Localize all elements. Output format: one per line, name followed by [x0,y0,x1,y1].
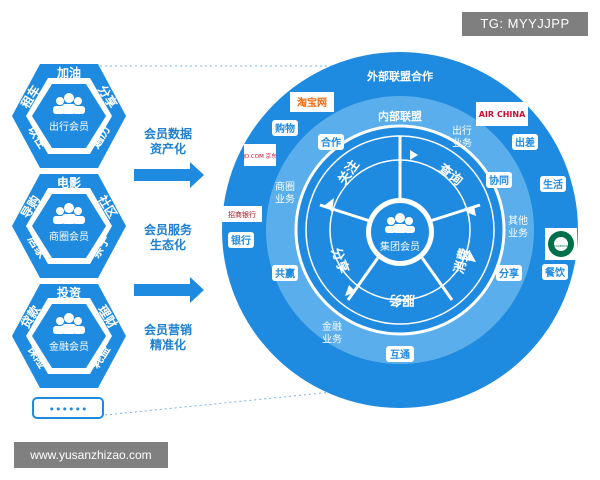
member-group-icon [53,313,85,334]
svg-text:互通: 互通 [390,349,410,361]
member-group-icon [385,213,415,233]
arrow-label: 会员营销精准化 [144,322,192,352]
svg-text:银行: 银行 [231,234,251,247]
svg-text:出差: 出差 [515,136,535,149]
svg-text:生活: 生活 [543,178,563,191]
site-watermark: www.yusanzhizao.com [14,442,168,468]
member-group-icon [53,93,85,114]
svg-text:JD.COM 京东: JD.COM 京东 [242,152,277,160]
hexagon-commerce: 商圈会员 电影 社区 亲子 居家 导购 [12,174,126,278]
svg-text:购物: 购物 [275,122,295,135]
inner-title: 内部联盟 [378,109,422,123]
arrow-service-ecosystem: 会员服务生态化 [134,222,204,303]
hexagon-finance: 金融会员 投资 理财 耗益 保险 贷款 [12,284,126,388]
svg-text:共赢: 共赢 [275,267,295,280]
ring-label-commerce: 商圈业务 [275,180,295,206]
ring-label-other: 其他业务 [508,214,528,240]
arrow-precise-marketing: 会员营销精准化 [144,322,192,352]
starbucks-logo: STARBUCKS [545,228,577,260]
member-group-icon [53,203,85,224]
outer-title: 外部联盟合作 [366,69,433,83]
svg-text:AIR CHINA: AIR CHINA [479,110,526,119]
ring-pill-win-win: 共赢 [272,265,298,281]
ring-pill-shopping: 购物 [272,120,298,136]
cmb-logo: 招商银行 [222,206,262,222]
svg-text:协同: 协同 [489,174,509,187]
taobao-logo: 淘宝网 [290,92,334,112]
hex-center-label: 商圈会员 [49,230,89,243]
svg-text:STARBUCKS: STARBUCKS [552,244,570,248]
ring-pill-cooperation: 合作 [318,134,344,150]
segment-label: 服务 [388,292,415,308]
jd-logo: JD.COM 京东 [242,144,277,166]
hex-word: 加油 [56,65,81,80]
svg-text:分享: 分享 [499,267,519,280]
ring-pill-bank: 银行 [228,232,254,248]
hexagon-travel: 出行会员 加油 分享 遍历 以往 租车 [12,64,126,168]
ring-pill-life: 生活 [540,176,566,192]
ring-label-finance: 金融业务 [322,320,342,346]
svg-text:餐饮: 餐饮 [544,266,566,279]
svg-text:••••••: •••••• [49,403,88,416]
core-label: 集团会员 [380,240,420,253]
svg-text:合作: 合作 [320,136,341,149]
ring-pill-business-trip: 出差 [512,134,538,150]
hex-center-label: 金融会员 [49,340,89,353]
segment-label: 消费 [451,246,473,275]
arrow-label: 会员数据资产化 [144,126,192,156]
arrow-label: 会员服务生态化 [144,222,193,252]
ring-label-travel: 出行业务 [452,124,472,150]
hex-center-label: 出行会员 [49,120,89,133]
ring-pill-synergy: 协同 [486,172,512,188]
hex-word: 投资 [57,285,81,300]
ring-pill-dining: 餐饮 [542,264,568,280]
svg-text:招商银行: 招商银行 [228,210,256,219]
more-button[interactable]: •••••• [32,397,104,419]
ring-pill-share: 分享 [496,265,522,281]
air-china-logo: AIR CHINA [476,102,528,126]
ecosystem-circle: 外部联盟合作 内部联盟 关注 查询 消费 服务 分享 集团会员 [222,52,578,408]
tg-watermark: TG: MYYJJPP [462,12,588,36]
ring-pill-interconnect: 互通 [386,346,414,362]
svg-text:淘宝网: 淘宝网 [297,96,327,109]
hex-word: 电影 [57,175,81,190]
arrow-data-assets: 会员数据资产化 [134,126,204,188]
